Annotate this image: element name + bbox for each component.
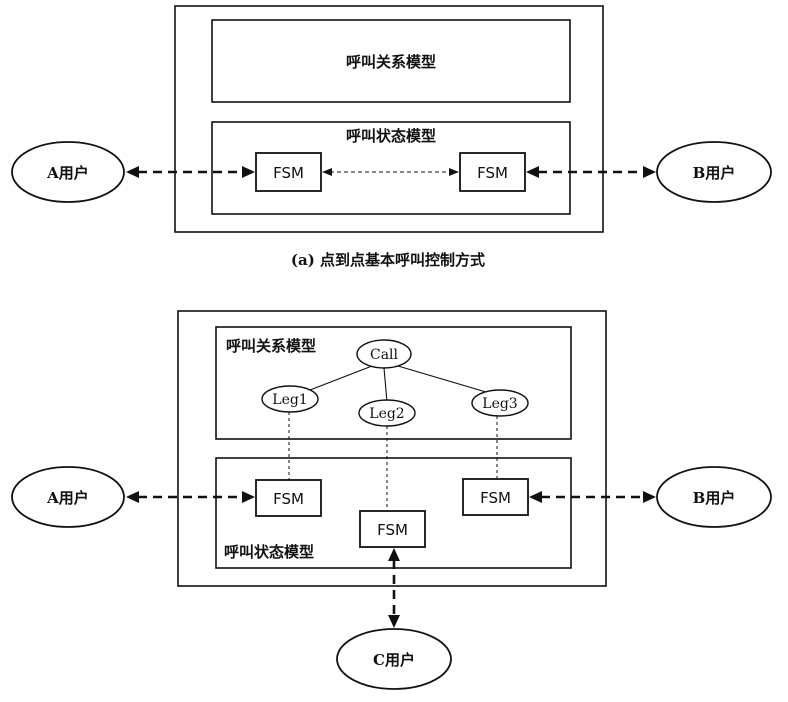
diagram-b-user-b-link-arrow-right	[643, 491, 656, 503]
diagram-b-fsm-right-box	[462, 478, 529, 516]
diagram-b-fsm-right-label: FSM	[480, 489, 511, 507]
diagram-b-call-ellipse	[356, 339, 412, 369]
diagram-b-leg1-label: Leg1	[272, 392, 307, 408]
diagram-b-leg3-ellipse	[471, 389, 529, 417]
diagram-b-leg3-label: Leg3	[482, 396, 517, 412]
diagram-b-user-a-ellipse	[11, 466, 125, 528]
diagram-b-fsm-left-label: FSM	[273, 490, 304, 508]
diagram-a: 呼叫关系模型 呼叫状态模型 FSM FSM A用户 B用户 (a) 点到点基本呼…	[11, 5, 772, 269]
diagram-a-fsm-link-arrow-right	[449, 168, 459, 176]
diagram-b-user-a-label: A用户	[46, 489, 89, 507]
diagram-b-call-leg2-line	[383, 367, 388, 403]
diagram-b-fsm-middle-label: FSM	[377, 521, 408, 539]
diagram-b-user-c-label: C用户	[373, 651, 415, 669]
diagram-a-fsm-right-label: FSM	[477, 164, 508, 182]
diagram-b-user-c-ellipse	[336, 628, 452, 690]
diagram-a-user-b-link-arrow-right	[643, 166, 656, 178]
diagram-b-user-b-ellipse	[656, 466, 772, 528]
diagram-a-fsm-link-arrow-left	[322, 168, 332, 176]
diagram-a-fsm-left-box	[255, 152, 322, 192]
diagram-b-call-leg1-line	[309, 365, 373, 391]
diagram-a-state-model-label: 呼叫状态模型	[346, 127, 436, 145]
diagram-b-fsm-left-box	[255, 479, 322, 517]
diagram-a-user-a-label: A用户	[46, 164, 89, 182]
diagram-b-leg2-label: Leg2	[369, 406, 404, 422]
diagram-a-user-a-ellipse	[11, 141, 125, 203]
diagram-a-user-b-ellipse	[656, 141, 772, 203]
diagram-a-relation-model-label: 呼叫关系模型	[346, 53, 436, 71]
diagram-b-leg1-ellipse	[261, 385, 319, 413]
diagram-b-fsm-middle-box	[359, 510, 426, 548]
diagram-b-user-a-link-arrow-right	[242, 491, 255, 503]
diagram-b-relation-model-label: 呼叫关系模型	[226, 337, 316, 355]
diagram-b-user-c-link-arrow-down	[388, 615, 400, 628]
diagram-b-user-a-link-arrow-left	[126, 491, 139, 503]
diagram-a-caption: (a) 点到点基本呼叫控制方式	[291, 251, 485, 269]
diagram-b-user-b-label: B用户	[693, 489, 736, 507]
diagram-a-user-b-label: B用户	[693, 164, 736, 182]
diagram-a-fsm-right-box	[459, 152, 526, 192]
diagram-a-user-a-link-arrow-right	[242, 166, 255, 178]
diagram-a-user-b-link-arrow-left	[526, 166, 539, 178]
diagram-b: 呼叫关系模型 Call Leg1 Leg2 Leg3 呼叫状态模型 FSM FS…	[11, 310, 772, 690]
diagram-a-user-a-link-arrow-left	[126, 166, 139, 178]
diagram-a-relation-model-box	[211, 19, 571, 103]
diagram-b-user-c-link-arrow-up	[388, 548, 400, 561]
diagram-b-call-leg3-line	[397, 365, 487, 393]
diagram-b-user-b-link-arrow-left	[529, 491, 542, 503]
diagram-b-state-model-label: 呼叫状态模型	[224, 543, 314, 561]
diagram-b-call-label: Call	[370, 347, 399, 363]
diagram-a-fsm-left-label: FSM	[273, 164, 304, 182]
